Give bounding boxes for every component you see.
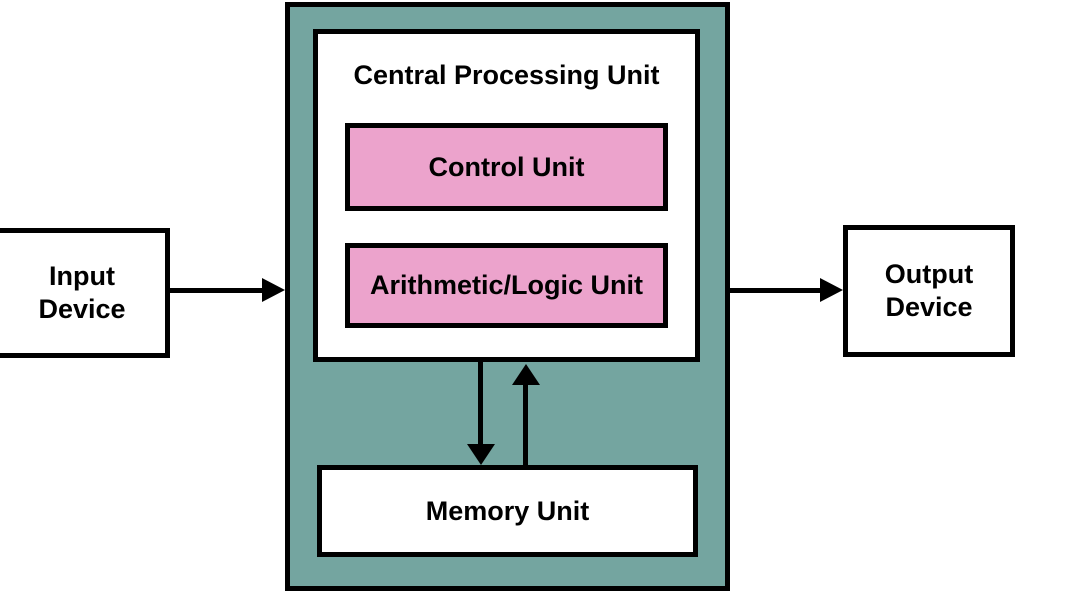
control-unit-label: Control Unit [428, 151, 585, 182]
control-unit-box: Control Unit [345, 123, 668, 211]
memory-to-cpu-arrow-line [523, 384, 528, 465]
cpu-to-output-arrow-line [730, 288, 821, 293]
cpu-to-output-arrowhead-icon [820, 278, 843, 302]
alu-label: Arithmetic/Logic Unit [369, 270, 643, 301]
input-to-cpu-arrow-line [170, 288, 263, 293]
cpu-to-memory-arrow-line [478, 360, 483, 446]
output-device-label: Output Device [884, 259, 974, 322]
cpu-to-memory-arrowhead-icon [467, 444, 495, 465]
cpu-title: Central Processing Unit [353, 60, 660, 90]
input-device-label: Input Device [38, 261, 126, 324]
alu-box: Arithmetic/Logic Unit [345, 243, 668, 328]
input-device-box: Input Device [0, 228, 170, 358]
output-device-box: Output Device [843, 225, 1015, 357]
memory-unit-label: Memory Unit [425, 495, 590, 526]
memory-unit-box: Memory Unit [317, 465, 698, 557]
memory-to-cpu-arrowhead-icon [512, 364, 540, 385]
input-to-cpu-arrowhead-icon [262, 278, 285, 302]
